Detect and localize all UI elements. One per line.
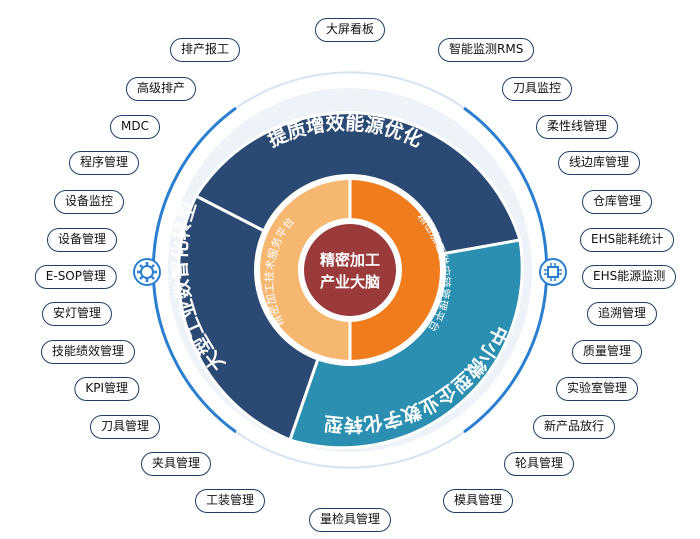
center-circle: [304, 224, 396, 316]
module-pill-left-6: 设备管理: [46, 228, 117, 252]
module-pill-left-3: MDC: [110, 115, 160, 139]
module-pill-right-2: 刀具监控: [502, 77, 573, 101]
module-pill-right-10: 实验室管理: [556, 377, 639, 401]
gear-icon: [133, 258, 161, 286]
module-pill-right-5: 仓库管理: [582, 190, 653, 214]
center-title-line-2: 产业大脑: [320, 273, 380, 291]
module-pill-right-8: 追溯管理: [587, 302, 658, 326]
module-pill-left-5: 设备监控: [53, 190, 124, 214]
module-pill-right-3: 柔性线管理: [536, 115, 619, 139]
module-pill-left-10: KPI管理: [74, 377, 139, 401]
outer-arc-faint-bottom: [235, 431, 465, 469]
module-pill-left-9: 技能绩效管理: [40, 340, 135, 364]
module-pill-right-4: 线边库管理: [558, 151, 641, 175]
outer-arc-faint: [235, 71, 465, 109]
module-pill-right-9: 质量管理: [572, 340, 643, 364]
module-pill-left-2: 高级排产: [125, 77, 196, 101]
circuit-chip-icon: [539, 258, 567, 286]
module-pill-left-8: 安灯管理: [41, 302, 112, 326]
module-pill-right-7: EHS能源监测: [582, 265, 677, 289]
module-pill-right-1: 智能监测RMS: [438, 38, 535, 62]
module-pill-left-11: 刀具管理: [89, 415, 160, 439]
module-pill-right-13: 模具管理: [443, 489, 514, 513]
module-pill-right-12: 轮具管理: [504, 452, 575, 476]
module-pill-left-7: E-SOP管理: [34, 265, 117, 289]
module-pill-left-4: 程序管理: [68, 151, 139, 175]
module-pill-right-11: 新产品放行: [533, 415, 616, 439]
module-pill-bottom: 量检具管理: [308, 508, 392, 532]
module-pill-left-13: 工装管理: [194, 489, 265, 513]
center-title-line-1: 精密加工: [320, 251, 380, 269]
module-pill-left-1: 排产报工: [169, 38, 240, 62]
module-pill-left-12: 夹具管理: [140, 452, 211, 476]
module-pill-right-6: EHS能耗统计: [580, 228, 675, 252]
module-pill-top: 大屏看板: [314, 18, 386, 42]
